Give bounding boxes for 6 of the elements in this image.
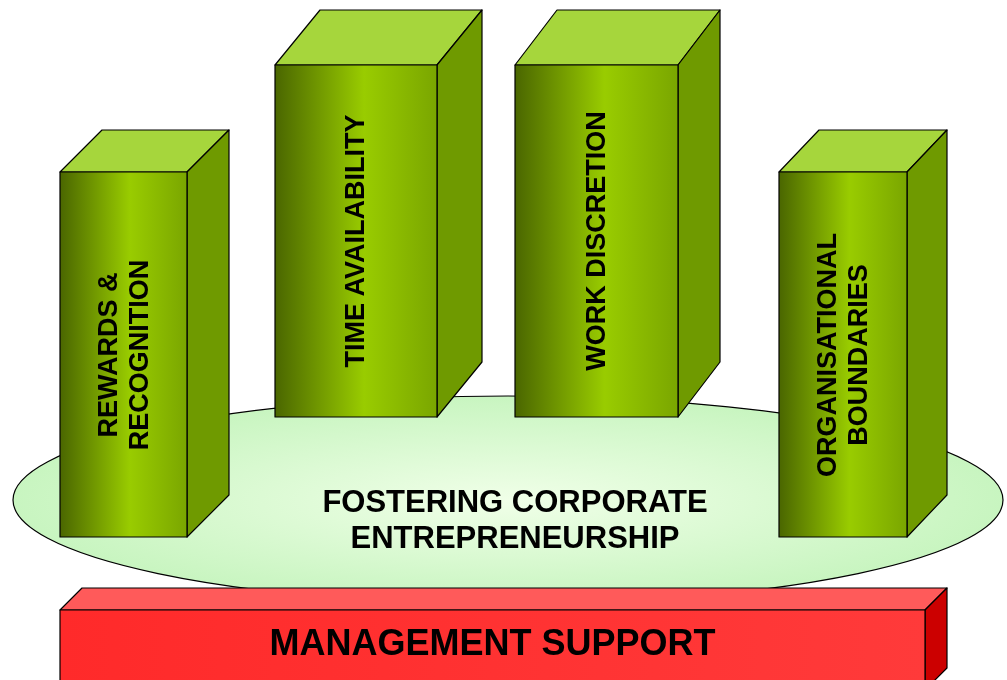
base-label: MANAGEMENT SUPPORT (268, 622, 717, 664)
pillar-label: WORK DISCRETION (581, 110, 612, 373)
pillar-label: TIME AVAILABILITY (340, 113, 372, 370)
center-label: FOSTERING CORPORATE ENTREPRENEURSHIP (321, 484, 709, 556)
pillar-label: ORGANISATIONAL BOUNDARIES (811, 231, 874, 479)
pillar-label: REWARDS & RECOGNITION (92, 258, 155, 452)
